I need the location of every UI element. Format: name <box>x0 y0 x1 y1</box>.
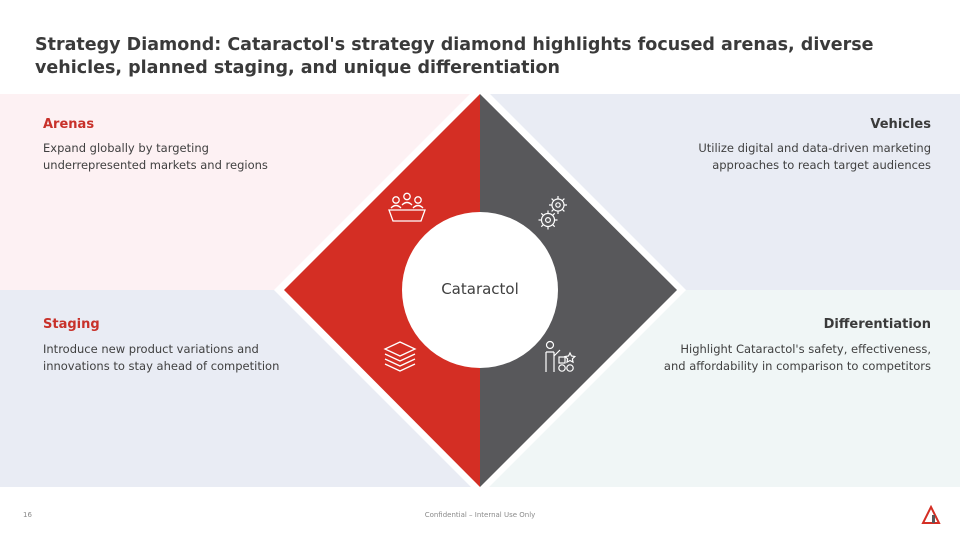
company-logo <box>921 505 941 524</box>
differentiation-text: Highlight Cataractol's safety, effective… <box>663 342 931 373</box>
staging-title: Staging <box>43 317 100 332</box>
arenas-title: Arenas <box>43 117 95 132</box>
presenter-shapes-icon <box>545 340 577 372</box>
staging-text: Introduce new product variations and inn… <box>43 342 280 373</box>
page-number: 16 <box>23 511 32 519</box>
center-circle <box>402 212 558 368</box>
vehicles-text: Utilize digital and data-driven marketin… <box>698 141 931 172</box>
center-label: Cataractol <box>441 280 519 298</box>
gears-icon <box>538 196 567 230</box>
diamond-right-half <box>480 94 677 487</box>
diamond-left-half <box>284 94 480 487</box>
layers-icon <box>383 341 417 372</box>
arenas-text: Expand globally by targeting underrepres… <box>43 141 268 172</box>
slide-title: Strategy Diamond: Cataractol's strategy … <box>35 35 874 78</box>
people-meeting-icon <box>388 192 426 222</box>
confidentiality-notice: Confidential – Internal Use Only <box>424 511 536 519</box>
differentiation-title: Differentiation <box>823 317 931 332</box>
vehicles-title: Vehicles <box>870 117 931 132</box>
